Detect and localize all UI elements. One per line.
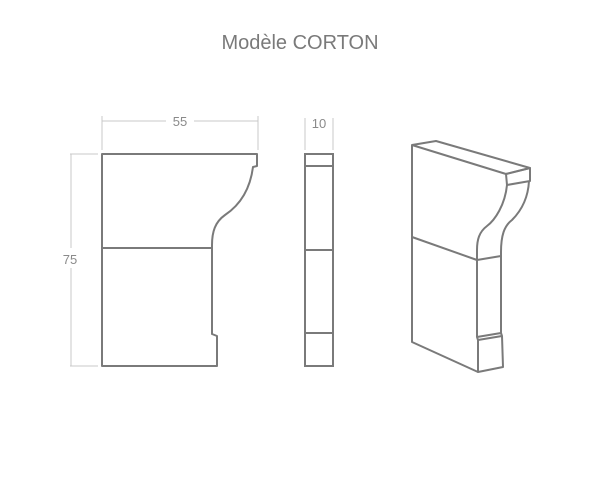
side-view bbox=[304, 153, 334, 367]
side-depth-label: 10 bbox=[312, 116, 326, 131]
isometric-view bbox=[411, 140, 531, 373]
front-width-label: 55 bbox=[173, 114, 187, 129]
front-view bbox=[101, 153, 258, 367]
side-depth-dimension bbox=[304, 118, 334, 150]
front-width-dimension bbox=[101, 116, 259, 150]
front-height-label: 75 bbox=[63, 252, 77, 267]
page-title: Modèle CORTON bbox=[221, 32, 379, 54]
front-height-dimension bbox=[70, 153, 98, 367]
